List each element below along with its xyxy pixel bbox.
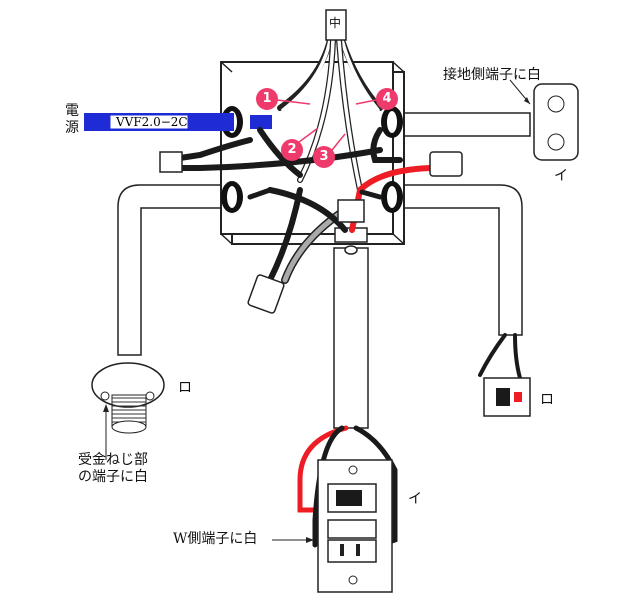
combination-device bbox=[272, 459, 393, 593]
lamp-label: ロ bbox=[178, 380, 192, 396]
lamp-screw-label-line2: の端子に白 bbox=[78, 469, 148, 485]
ceiling-rosette bbox=[509, 79, 579, 161]
source-cable: VVF2.0−2C bbox=[84, 113, 272, 131]
ground-terminal-label: 接地側端子に白 bbox=[443, 67, 541, 83]
wire-connector-icon bbox=[247, 274, 285, 314]
wires bbox=[177, 37, 522, 548]
wire-connector-icon bbox=[159, 151, 183, 173]
receptacle-label: イ bbox=[554, 168, 568, 184]
ring-sleeve-icon bbox=[337, 199, 365, 223]
lamp-receptacle bbox=[91, 362, 165, 460]
lamp-screw-label-line1: 受金ねじ部 bbox=[78, 452, 148, 468]
source-label: 電源 bbox=[65, 103, 79, 136]
wire-connectors: 中 bbox=[159, 9, 463, 314]
badge-2: 2 bbox=[281, 139, 303, 161]
cable-sheaths bbox=[117, 112, 531, 429]
cable-to-switch bbox=[397, 184, 523, 336]
wire-connector-icon bbox=[429, 151, 463, 177]
switch-label: ロ bbox=[540, 392, 554, 408]
pilot-switch-icon bbox=[483, 377, 531, 417]
combo-label: イ bbox=[408, 491, 422, 507]
pilot-switch bbox=[483, 377, 531, 417]
top-connector-label: 中 bbox=[329, 15, 341, 30]
source-cable-label: VVF2.0−2C bbox=[115, 115, 188, 129]
cable-to-combo bbox=[333, 247, 369, 429]
ceiling-rosette-icon bbox=[533, 83, 579, 161]
badge-3: 3 bbox=[313, 146, 335, 168]
badge-4: 4 bbox=[376, 88, 398, 110]
cable-to-rosette bbox=[397, 112, 531, 137]
cable-to-lamp bbox=[117, 184, 226, 356]
wire-connector-icon bbox=[325, 9, 347, 41]
badge-1: 1 bbox=[256, 88, 278, 110]
w-terminal-label: W側端子に白 bbox=[173, 531, 258, 547]
